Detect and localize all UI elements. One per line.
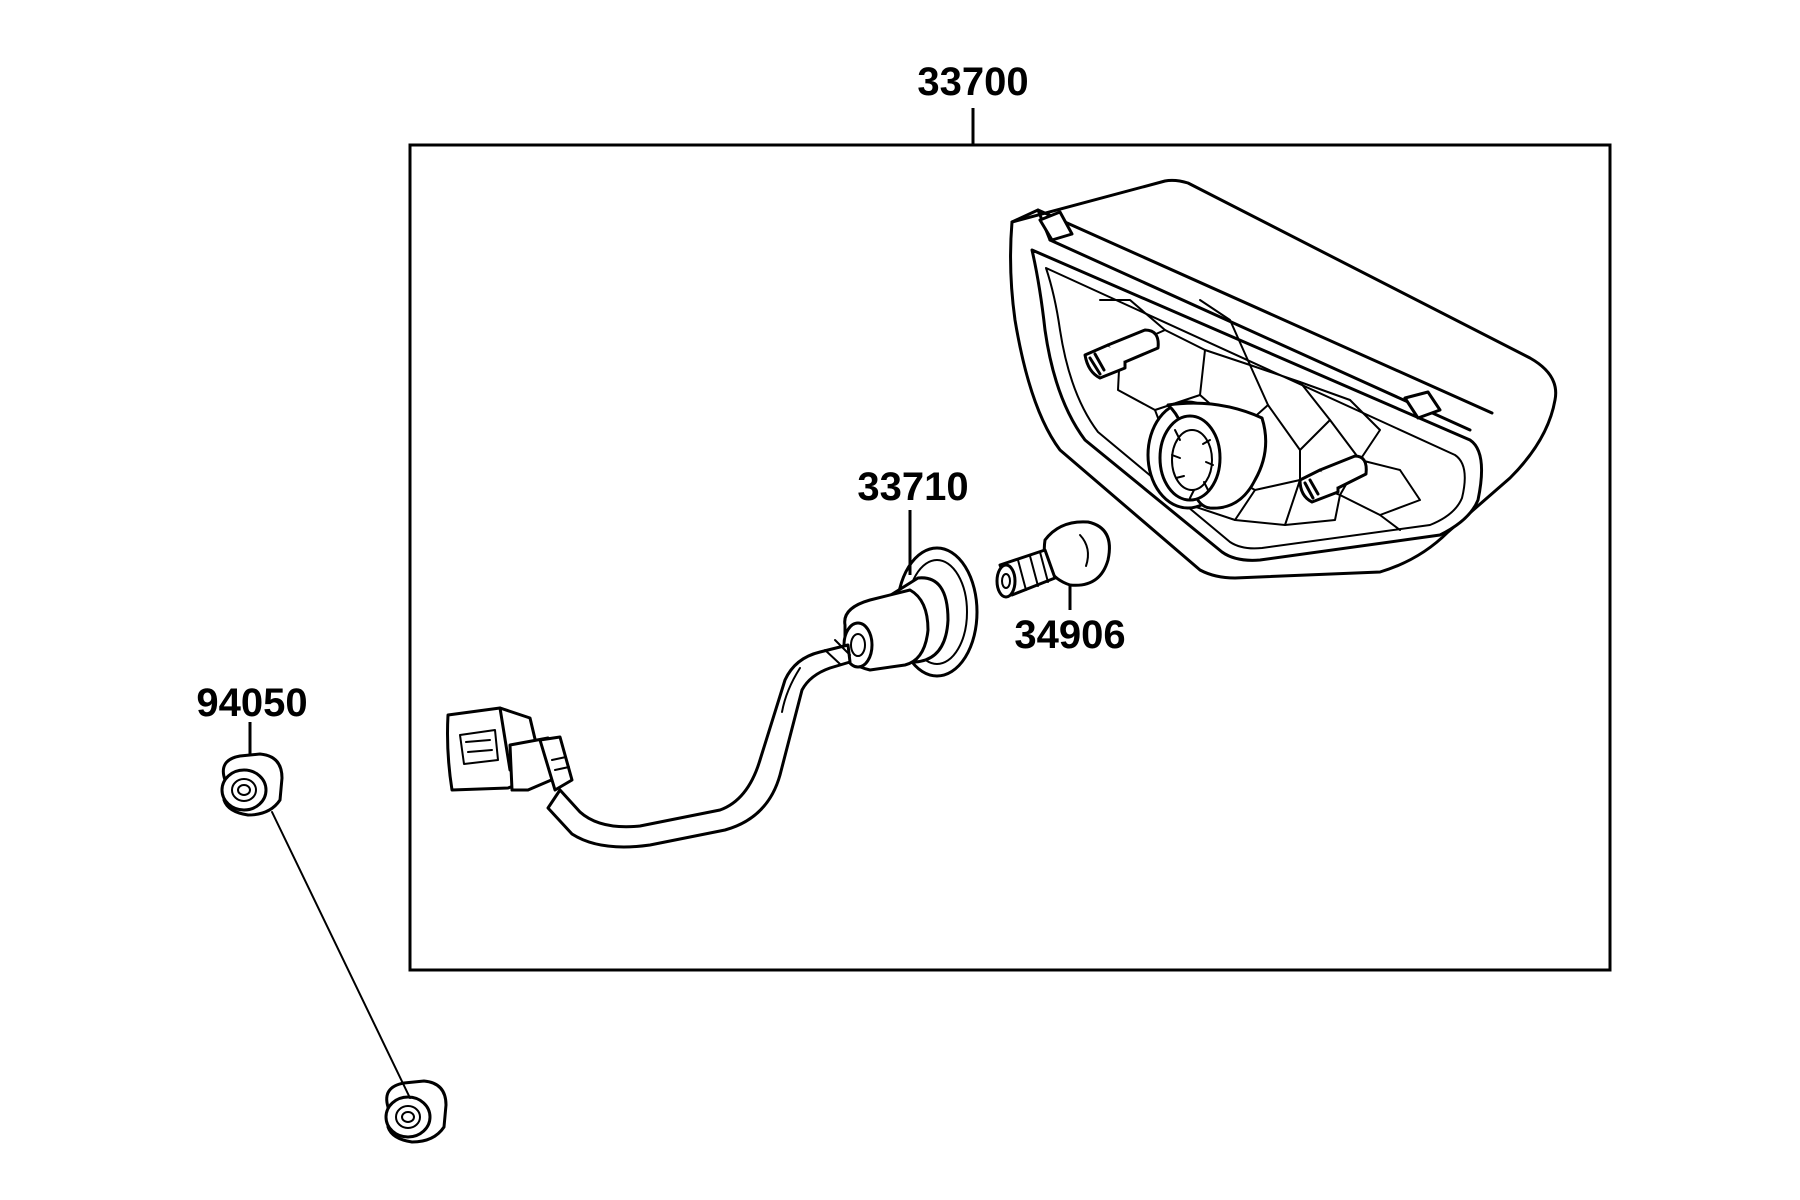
callout-94050[interactable]: 94050 xyxy=(196,681,307,725)
callout-33700[interactable]: 33700 xyxy=(917,60,1028,104)
bulb-socket xyxy=(842,546,979,678)
nut-connecting-line xyxy=(271,811,411,1099)
callout-34906[interactable]: 34906 xyxy=(1014,613,1125,657)
connector xyxy=(446,706,574,792)
assembly-frame xyxy=(408,143,1612,972)
flange-nut-lower xyxy=(384,1079,448,1144)
wiring-harness xyxy=(546,639,852,849)
callout-33710[interactable]: 33710 xyxy=(857,465,968,509)
tail-lamp-housing xyxy=(1009,178,1558,580)
bulb xyxy=(995,520,1111,599)
flange-nut-upper xyxy=(220,752,284,817)
